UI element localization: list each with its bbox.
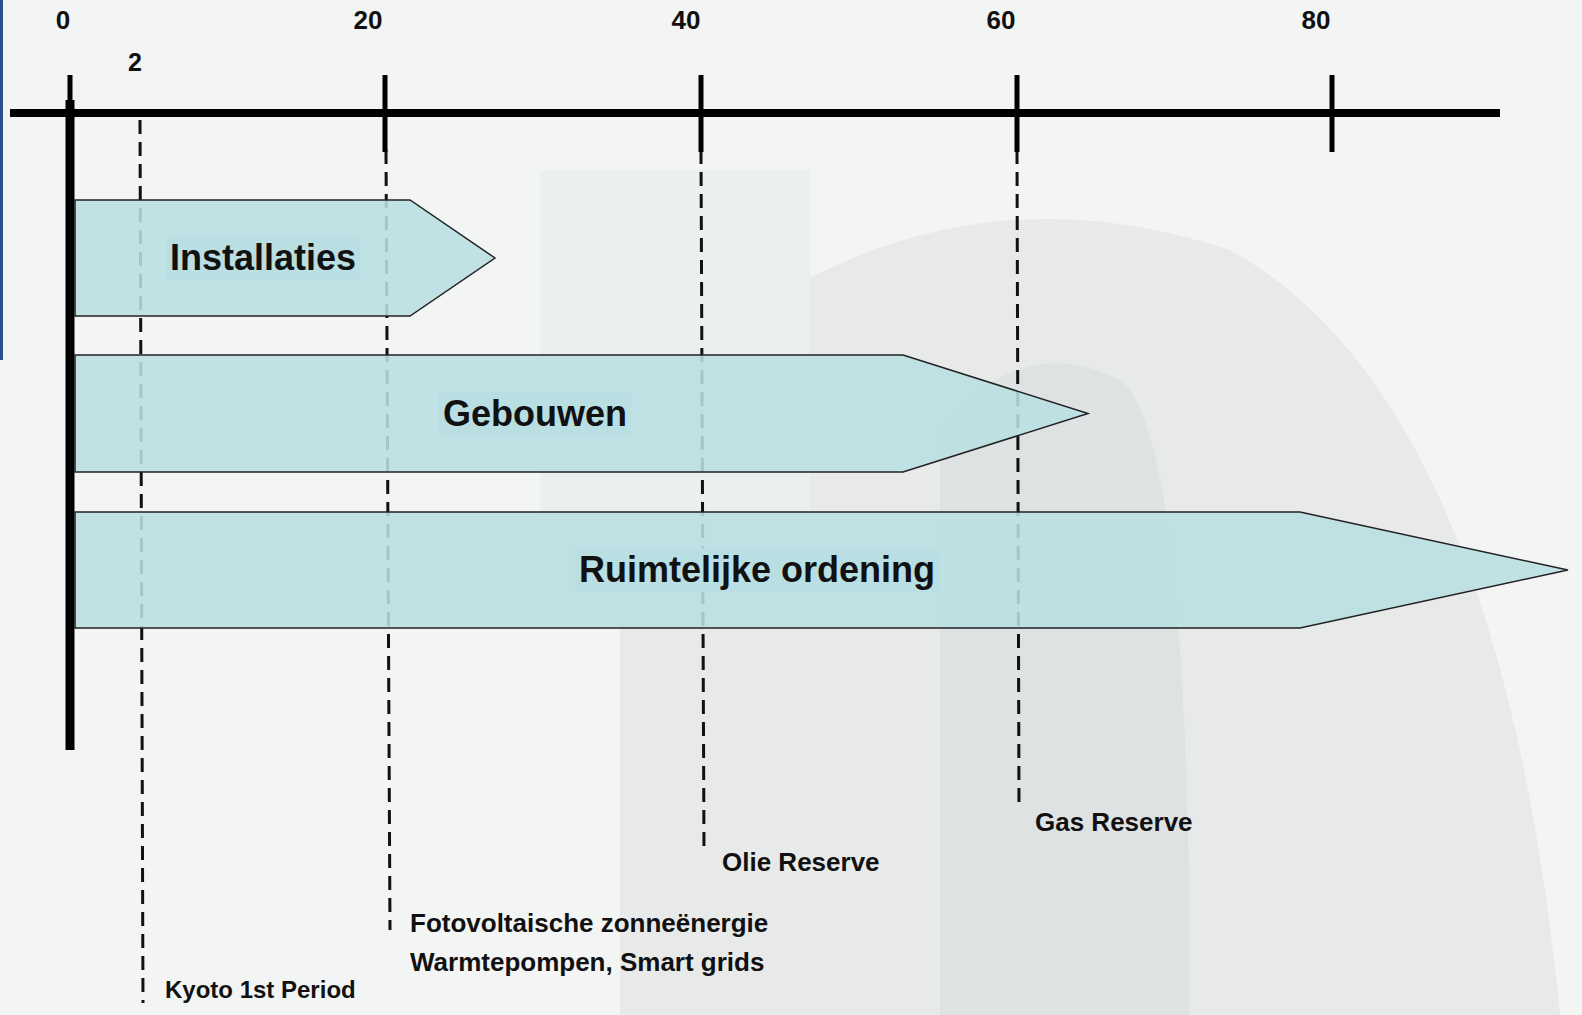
timeline-band: Gebouwen — [75, 355, 1088, 472]
axis-tick — [383, 75, 388, 152]
milestone-label: Olie Reserve — [722, 847, 880, 877]
start-axis — [66, 100, 75, 750]
time-axis — [10, 109, 1500, 117]
milestone-label: Kyoto 1st Period — [165, 975, 356, 1005]
milestone-label: Warmtepompen, Smart grids — [410, 947, 764, 977]
band-arrow-outline — [75, 200, 495, 316]
axis-tick — [699, 75, 704, 152]
axis-number: 60 — [987, 5, 1016, 35]
milestone-line — [701, 150, 704, 850]
axis-number: 80 — [1302, 5, 1331, 35]
axis-tick — [1015, 75, 1020, 152]
axis-number: 2 — [128, 47, 142, 77]
axis-tick — [68, 75, 73, 120]
edge-strip — [0, 0, 3, 360]
band-label: Gebouwen — [439, 392, 631, 436]
timeline-band: Installaties — [75, 200, 495, 316]
band-arrow-outline — [75, 512, 1568, 628]
milestone-label: Fotovoltaische zonneënergie — [410, 908, 768, 938]
milestone-line — [1017, 150, 1019, 805]
axis-number: 40 — [672, 5, 701, 35]
band-label: Installaties — [166, 236, 360, 280]
milestone-label: Gas Reserve — [1035, 807, 1193, 837]
axis-number: 20 — [354, 5, 383, 35]
timeline-band: Ruimtelijke ordening — [75, 512, 1568, 628]
faded-arch — [940, 363, 1190, 1015]
band-arrow-outline — [75, 355, 1088, 472]
axis-tick — [1330, 75, 1335, 152]
axis-number: 0 — [56, 5, 70, 35]
band-label: Ruimtelijke ordening — [575, 548, 939, 592]
